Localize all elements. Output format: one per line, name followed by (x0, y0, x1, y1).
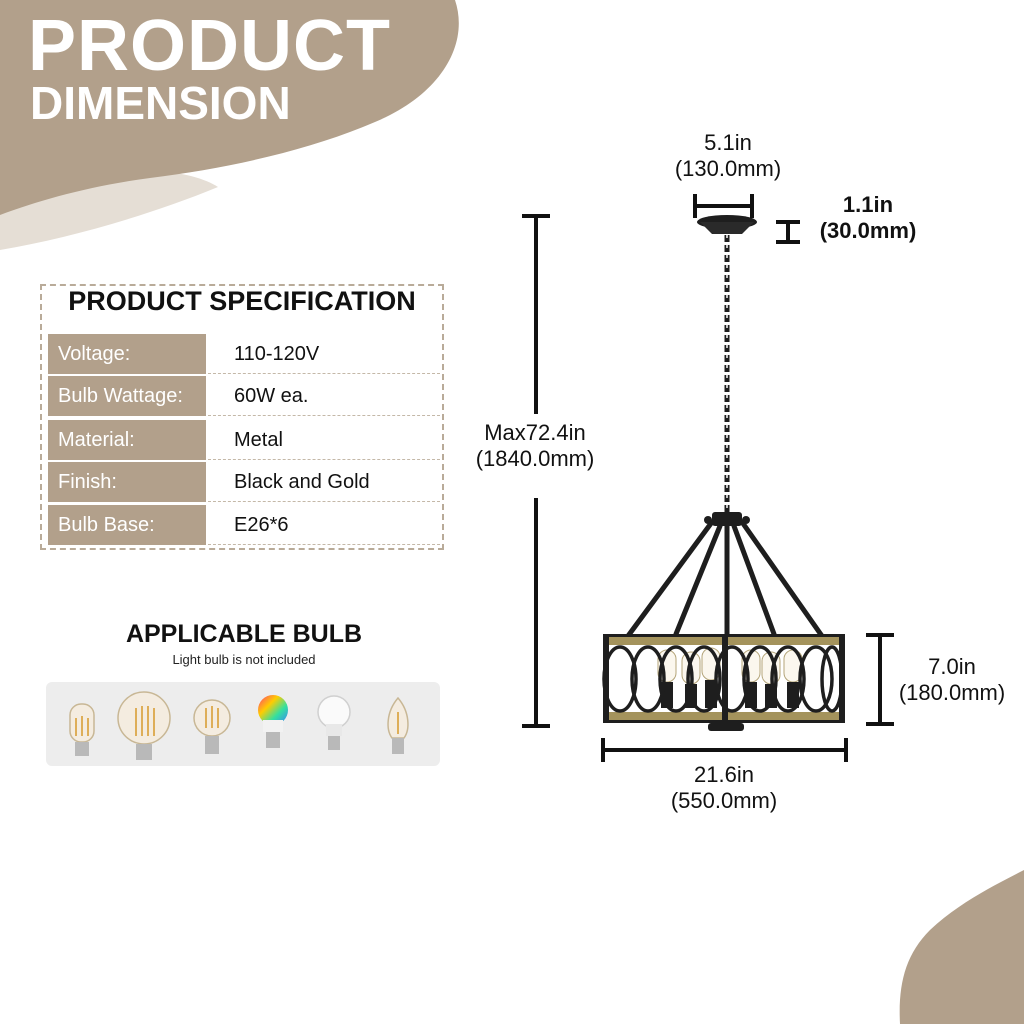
bulb-panel (46, 682, 440, 766)
cage (602, 634, 845, 731)
page-subtitle: DIMENSION (30, 77, 291, 129)
canopy (697, 215, 757, 234)
cage-height-mm: (180.0mm) (898, 680, 1006, 706)
max-height-in: Max72.4in (484, 420, 586, 445)
spec-label: Bulb Base: (48, 505, 206, 545)
cage-height-label: 7.0in (180.0mm) (884, 654, 1020, 707)
max-height-label: Max72.4in (1840.0mm) (452, 420, 618, 473)
cage-height-in: 7.0in (928, 654, 976, 679)
canopy-height-mm: (30.0mm) (819, 218, 917, 244)
spec-value: E26*6 (234, 514, 289, 536)
edison-bulb-icon (193, 699, 231, 754)
canopy-width-label: 5.1in (130.0mm) (660, 130, 796, 183)
dimension-line-cage-width (601, 738, 848, 762)
spec-value: Black and Gold (234, 471, 370, 493)
divider (208, 544, 440, 545)
specification-title: PRODUCT SPECIFICATION (68, 286, 416, 316)
spec-row-material: Material: Metal (48, 420, 440, 460)
spec-row-voltage: Voltage: 110-120V (48, 334, 440, 374)
rgb-smart-bulb-icon (258, 695, 288, 748)
spec-value: 110-120V (234, 343, 320, 365)
hub (704, 512, 750, 526)
dimension-line-canopy-height (776, 220, 800, 244)
dimension-line-cage-height (866, 633, 894, 726)
spec-value: Metal (234, 429, 283, 451)
spec-value: 60W ea. (234, 385, 309, 407)
cage-width-in: 21.6in (694, 762, 754, 787)
bulb-section-subtitle: Light bulb is not included (172, 652, 316, 667)
divider (208, 415, 440, 416)
spec-row-finish: Finish: Black and Gold (48, 462, 440, 502)
divider (208, 373, 440, 374)
led-bulb-icon (317, 695, 351, 750)
divider (208, 501, 440, 502)
dimension-line-max-height (522, 214, 550, 728)
divider (208, 459, 440, 460)
spec-label: Voltage: (48, 334, 206, 374)
globe-bulb-icon (117, 691, 171, 760)
spec-label: Finish: (48, 462, 206, 502)
cage-width-label: 21.6in (550.0mm) (654, 762, 794, 815)
page-title: PRODUCT (28, 6, 391, 86)
chandelier-illustration (602, 215, 845, 731)
spec-label: Bulb Wattage: (48, 376, 206, 416)
max-height-mm: (1840.0mm) (475, 446, 595, 472)
specification-box (40, 284, 444, 550)
canopy-height-label: 1.1in (30.0mm) (800, 192, 936, 245)
dimension-line-canopy-width (693, 194, 754, 218)
canopy-width-mm: (130.0mm) (674, 156, 782, 182)
canopy-width-in: 5.1in (704, 130, 752, 155)
tubular-bulb-icon (69, 703, 95, 756)
arms (625, 519, 825, 639)
candle-bulb-icon (387, 696, 409, 754)
spec-row-bulb-base: Bulb Base: E26*6 (48, 505, 440, 545)
bulb-icons (69, 691, 409, 760)
spec-row-bulb-wattage: Bulb Wattage: 60W ea. (48, 376, 440, 416)
spec-label: Material: (48, 420, 206, 460)
cage-width-mm: (550.0mm) (670, 788, 778, 814)
bulb-section-title: APPLICABLE BULB (125, 620, 363, 648)
canopy-height-in: 1.1in (842, 192, 894, 217)
